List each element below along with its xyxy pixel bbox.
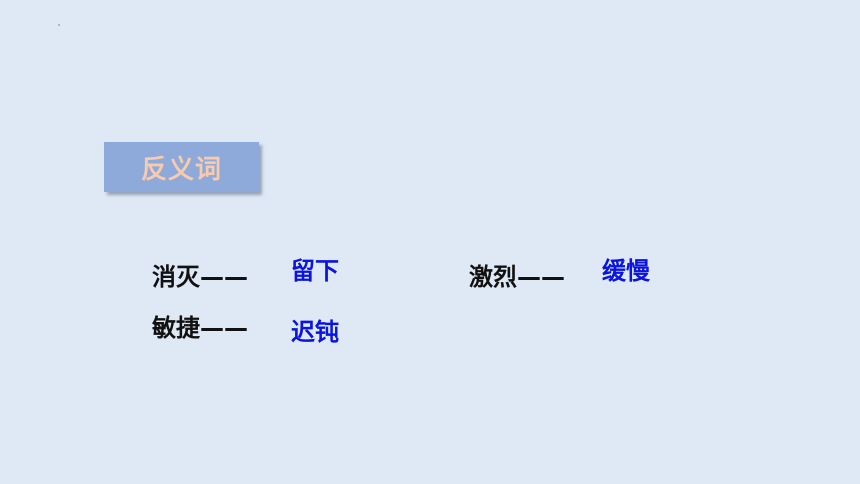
word-jilie: 激烈—— (469, 263, 565, 291)
decorative-dot (58, 24, 60, 26)
title-box: 反义词 (104, 142, 259, 192)
antonym-liuxia: 留下 (291, 257, 339, 285)
antonym-huanman: 缓慢 (602, 257, 650, 285)
antonym-chidun: 迟钝 (291, 318, 339, 346)
word-minjie: 敏捷—— (152, 314, 248, 342)
word-xiaomie: 消灭—— (152, 263, 248, 291)
page-title: 反义词 (140, 154, 222, 185)
